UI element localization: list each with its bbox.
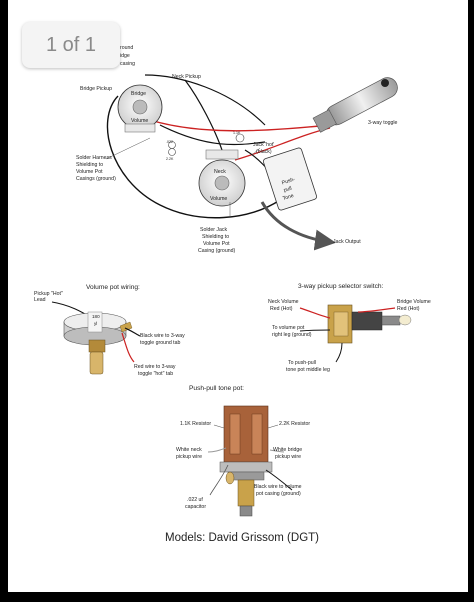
push-pull-label: Tone: [282, 193, 295, 202]
push-pull-label: Push-: [281, 176, 296, 186]
hot-wire: [149, 119, 331, 132]
white-neck-wire: [207, 447, 227, 453]
solder-jack-label: Volume Pot: [203, 241, 230, 247]
capacitor-lead: [209, 464, 229, 496]
resistor-label: 2.2K Resistor: [279, 421, 310, 427]
push-pull-label: pull: [283, 186, 293, 194]
leader-line: [105, 137, 151, 160]
neck-pot-label: Neck: [214, 169, 226, 175]
volume-pot-label: Volume: [131, 118, 148, 124]
harness-wire: [144, 74, 266, 126]
resistor-label: 1.1K Resistor: [180, 421, 211, 427]
solder-jack-label: Casing (ground): [198, 248, 235, 254]
pot-lug: [124, 123, 156, 133]
bridge-pot-label: Bridge: [131, 91, 146, 97]
black-ground-wire: [265, 469, 293, 491]
red-wire: [121, 332, 135, 363]
tone-pot-title: Push-pull tone pot:: [189, 385, 244, 392]
black-wire-label: Black wire to 3-way: [140, 333, 185, 339]
black-wire-label: Black wire to volume: [254, 484, 302, 490]
bridge-volume-label: Red (Hot): [397, 306, 420, 312]
three-way-toggle: [312, 77, 398, 133]
solder-jack-label: Solder Jack: [200, 227, 228, 233]
page-indicator: 1 of 1: [22, 22, 120, 68]
pickup-hot-label: Pickup "Hot": [34, 291, 63, 297]
harness-label: Solder Harness: [76, 155, 112, 161]
bridge-volume-label: Bridge Volume: [397, 299, 431, 305]
tone-pot-component: [219, 405, 273, 517]
toggle-label: 3-way toggle: [368, 120, 398, 126]
selector-switch-title: 3-way pickup selector switch:: [298, 283, 384, 290]
resistor-lead: [267, 424, 279, 429]
ground-wire: [299, 329, 331, 332]
ground-label: casing: [120, 61, 135, 67]
black-wire: [124, 327, 141, 337]
white-bridge-label: pickup wire: [275, 454, 301, 460]
volume-pot-label: Volume: [210, 196, 227, 202]
capacitor-icon: [235, 133, 245, 143]
black-wire-label: pot casing (ground): [256, 491, 301, 497]
ground-wire: [159, 124, 266, 146]
pot-value: 180: [92, 314, 100, 319]
ground-label: round: [120, 45, 133, 51]
neck-pickup-label: Neck Pickup: [172, 74, 201, 80]
jack-hot-label: (black): [256, 149, 272, 155]
capacitor-value: .022: [166, 140, 173, 144]
capacitor-icon: [225, 471, 235, 485]
black-wire-label: toggle ground tab: [140, 340, 180, 346]
resistor-value: 1.1K: [233, 131, 241, 135]
volume-pot-title: Volume pot wiring:: [86, 284, 140, 291]
pickup-hot-label: Lead: [34, 297, 46, 303]
jack-hot-label: Jack 'hot': [253, 142, 274, 148]
ground-label: idge: [120, 53, 130, 59]
push-pull-label: tone pot middle leg: [286, 367, 330, 373]
selector-switch-component: [327, 304, 412, 344]
bridge-pickup-label: Bridge Pickup: [80, 86, 112, 92]
pot-lug: [205, 149, 239, 160]
capacitor-label: .022 uf: [187, 497, 203, 503]
white-bridge-label: White bridge: [273, 447, 302, 453]
pot-value: yl: [94, 321, 97, 326]
leader-line: [251, 147, 261, 156]
solder-jack-label: Shielding to: [202, 234, 229, 240]
red-wire-label: toggle "hot" tab: [138, 371, 173, 377]
neck-pickup-wire: [184, 79, 223, 151]
resistor-value: 2.2K: [166, 157, 174, 161]
resistor-icon: [168, 148, 176, 156]
volume-pot-component: [63, 311, 133, 375]
push-pull-label: To push-pull: [288, 360, 316, 366]
neck-hot-wire: [299, 307, 331, 319]
white-neck-label: White neck: [176, 447, 202, 453]
harness-label: Shielding to: [76, 162, 103, 168]
jack-output-arrow: [260, 201, 336, 251]
harness-label: Casings (ground): [76, 176, 116, 182]
white-bridge-wire: [269, 449, 285, 453]
tone-wire: [335, 342, 343, 363]
push-pull-tone-pot: [263, 147, 317, 211]
neck-volume-label: Neck Volume: [268, 299, 299, 305]
white-neck-label: pickup wire: [176, 454, 202, 460]
resistor-lead: [213, 424, 225, 429]
pot-right-label: To volume pot: [272, 325, 305, 331]
neck-volume-label: Red (Hot): [270, 306, 293, 312]
pot-shaft: [132, 99, 148, 115]
pot-right-label: right leg (ground): [272, 332, 312, 338]
harness-label: Volume Pot: [76, 169, 103, 175]
jack-output-label: Jack Output: [333, 239, 361, 245]
pot-shaft: [214, 175, 230, 191]
bridge-hot-wire: [357, 307, 396, 313]
red-wire-label: Red wire to 3-way: [134, 364, 176, 370]
models-caption: Models: David Grissom (DGT): [165, 532, 319, 544]
toggle-tip: [381, 79, 389, 87]
capacitor-label: capacitor: [185, 504, 206, 510]
